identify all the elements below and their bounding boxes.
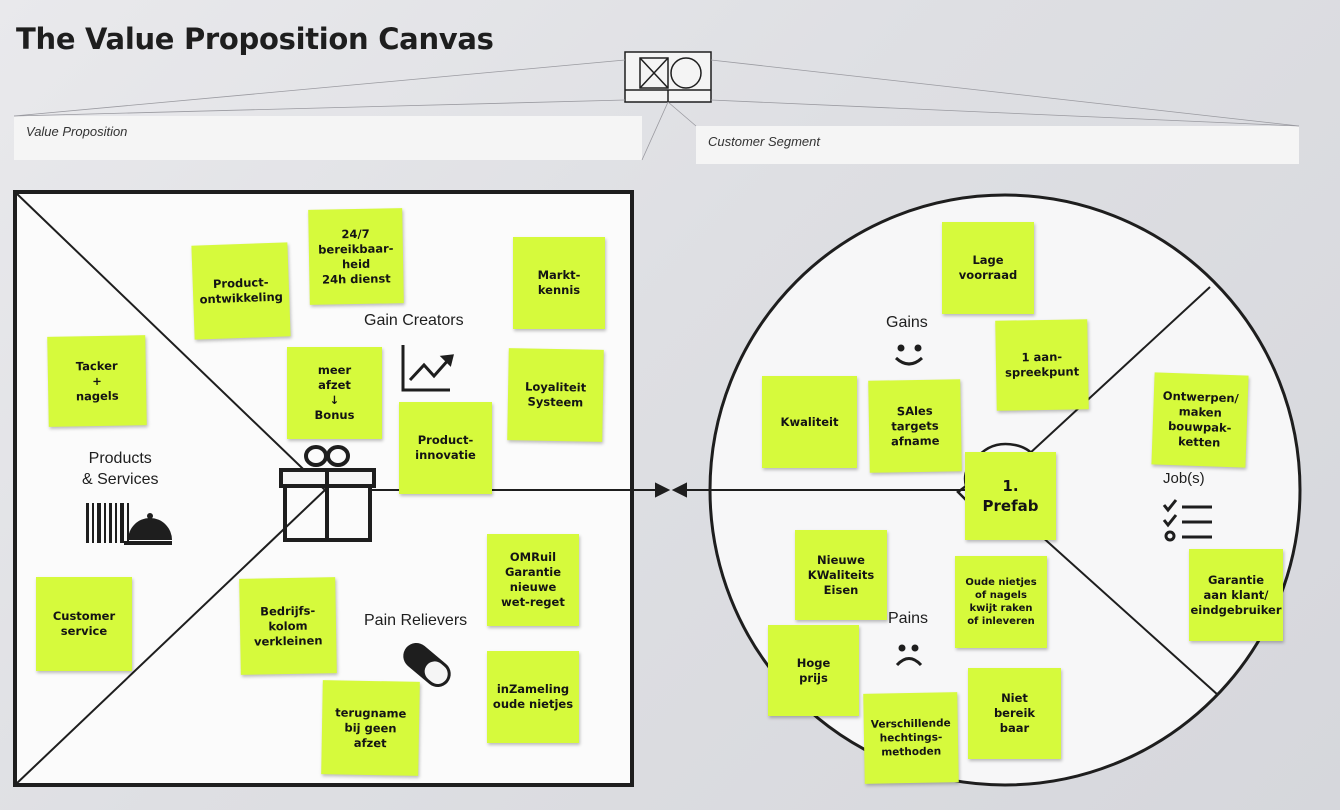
value-proposition-field[interactable]: Value Proposition — [14, 116, 642, 160]
note-sales-targets[interactable]: SAles targets afname — [868, 379, 962, 473]
note-omruil-garantie[interactable]: OMRuil Garantie nieuwe wet-reget — [487, 534, 579, 626]
note-terugname[interactable]: terugname bij geen afzet — [321, 680, 420, 776]
products-services-label: Products & Services — [82, 450, 159, 488]
note-nieuwe-kwaliteitseisen[interactable]: Nieuwe KWaliteits Eisen — [795, 530, 887, 620]
growth-chart-icon — [401, 345, 454, 392]
gain-creators-label: Gain Creators — [364, 312, 464, 329]
note-niet-bereikbaar[interactable]: Niet bereik baar — [968, 668, 1061, 759]
note-verschillende-hechtingsmethoden[interactable]: Verschillende hechtings- methoden — [863, 692, 959, 784]
canvas-thumbnail-icon — [624, 51, 712, 103]
pain-relievers-label: Pain Relievers — [364, 612, 468, 629]
customer-segment-label: Customer Segment — [708, 134, 820, 149]
note-meer-afzet[interactable]: meer afzet ↓ Bonus — [287, 347, 382, 439]
note-loyaliteit[interactable]: Loyaliteit Systeem — [507, 348, 604, 442]
note-tacker-nagels[interactable]: Tacker + nagels — [47, 335, 147, 427]
value-proposition-label: Value Proposition — [26, 124, 128, 139]
note-prefab[interactable]: 1. Prefab — [965, 452, 1056, 540]
note-product-ontwikkeling[interactable]: Product- ontwikkeling — [191, 242, 291, 340]
note-kwaliteit[interactable]: Kwaliteit — [762, 376, 857, 468]
smile-icon — [894, 344, 924, 366]
checklist-icon — [1162, 499, 1212, 542]
customer-segment-field[interactable]: Customer Segment — [696, 126, 1299, 164]
pill-icon — [403, 643, 451, 687]
barcode-icon — [86, 503, 129, 543]
gift-icon — [279, 445, 376, 542]
note-lage-voorraad[interactable]: Lage voorraad — [942, 222, 1034, 314]
note-marktkennis[interactable]: Markt- kennis — [513, 237, 605, 329]
page-title: The Value Proposition Canvas — [16, 22, 494, 56]
cloche-icon — [124, 513, 172, 545]
note-bedrijfskolom[interactable]: Bedrijfs- kolom verkleinen — [239, 577, 337, 675]
note-bereikbaarheid[interactable]: 24/7 bereikbaar- heid 24h dienst — [308, 208, 404, 305]
note-ontwerpen[interactable]: Ontwerpen/ maken bouwpak- ketten — [1151, 372, 1249, 468]
note-oude-nietjes[interactable]: Oude nietjes of nagels kwijt raken of in… — [955, 556, 1047, 648]
frown-icon — [895, 644, 923, 667]
note-aanspreekpunt[interactable]: 1 aan- spreekpunt — [995, 319, 1089, 411]
note-productinnovatie[interactable]: Product- innovatie — [399, 402, 492, 494]
pains-label: Pains — [888, 610, 929, 627]
note-hoge-prijs[interactable]: Hoge prijs — [768, 625, 859, 716]
note-inzameling[interactable]: inZameling oude nietjes — [487, 651, 579, 743]
gains-label: Gains — [886, 314, 928, 331]
jobs-label: Job(s) — [1163, 470, 1205, 487]
note-garantie-klant[interactable]: Garantie aan klant/ eindgebruiker — [1189, 549, 1283, 641]
connector-lines — [13, 59, 1300, 161]
note-customer-service[interactable]: Customer service — [36, 577, 132, 671]
